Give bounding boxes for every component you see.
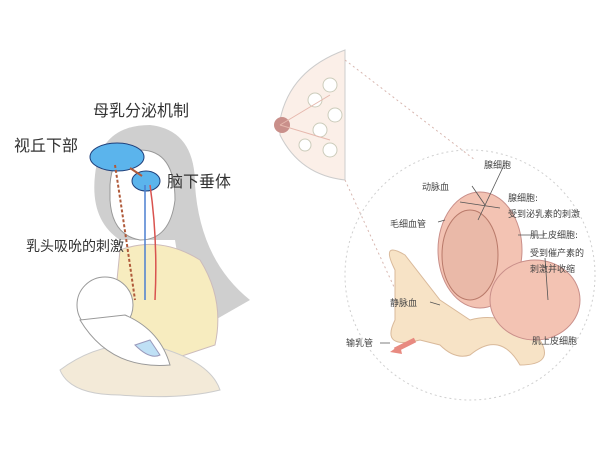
label-hypothalamus: 视丘下部	[14, 136, 79, 155]
label-myoepithelial-bottom: 肌上皮细胞	[532, 337, 578, 347]
label-gland-cell: 腺细胞:	[508, 194, 539, 204]
mother-figure	[59, 125, 251, 398]
label-pituitary: 脑下垂体	[167, 172, 232, 191]
label-venous-blood: 静脉血	[390, 299, 418, 309]
diagram-title: 母乳分泌机制	[93, 101, 190, 120]
alveolus-drawing	[380, 164, 581, 366]
label-capillary: 毛细血管	[390, 220, 427, 230]
magnify-circle	[344, 149, 596, 401]
label-arterial-blood: 动脉血	[422, 183, 450, 193]
label-myoepithelial: 肌上皮细胞:	[530, 231, 579, 241]
label-milk-duct: 输乳管	[346, 339, 374, 349]
label-gland-cell-desc: 受到泌乳素的刺激	[508, 210, 581, 220]
label-myoepithelial-desc1: 受到催产素的	[530, 249, 585, 259]
breast-drawing	[274, 49, 346, 181]
label-nipple-stimulus: 乳头吸吮的刺激	[26, 239, 124, 255]
pituitary-shape	[131, 170, 161, 192]
label-gland-cell-top: 腺细胞	[484, 161, 512, 171]
hypothalamus-shape	[89, 142, 145, 172]
nerve-signal-path	[114, 164, 136, 301]
baby-figure	[76, 276, 171, 366]
label-myoepithelial-desc2: 刺激并收缩	[530, 265, 576, 275]
